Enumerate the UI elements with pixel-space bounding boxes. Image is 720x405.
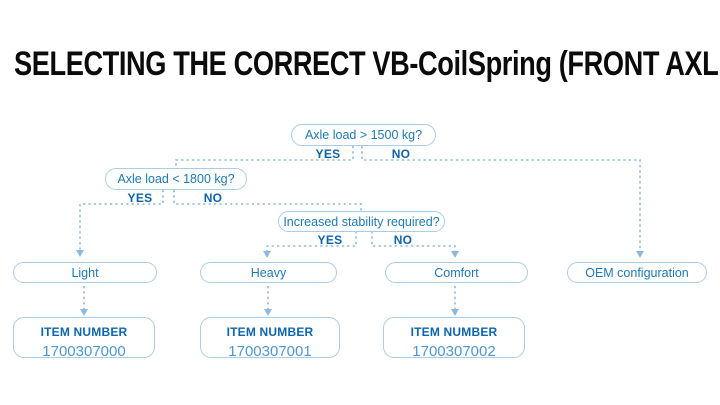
branch-label-d3-no: NO [393, 233, 413, 247]
outcome-oem-configuration: OEM configuration [567, 262, 707, 283]
decision-axle-load-1500: Axle load > 1500 kg? [291, 124, 436, 146]
item-number-box-comfort: ITEM NUMBER 1700307002 [383, 317, 525, 360]
item-number-heading: ITEM NUMBER [226, 325, 314, 339]
item-number-box-heavy: ITEM NUMBER 1700307001 [200, 317, 340, 360]
decision-increased-stability-label: Increased stability required? [283, 214, 440, 229]
branch-label-d1-yes: YES [315, 147, 341, 161]
arrowhead-item-3-icon [451, 309, 459, 316]
arrowhead-comfort-icon [451, 251, 459, 258]
item-number-value: 1700307001 [228, 343, 312, 360]
branch-label-d2-no: NO [203, 191, 223, 205]
outcome-light: Light [13, 262, 157, 283]
arrowhead-item-2-icon [264, 309, 272, 316]
decision-increased-stability: Increased stability required? [278, 211, 445, 232]
outcome-heavy-label: Heavy [250, 265, 287, 280]
branch-label-d3-yes: YES [317, 233, 343, 247]
outcome-comfort: Comfort [385, 262, 528, 283]
decision-axle-load-1500-label: Axle load > 1500 kg? [304, 128, 423, 142]
page-title: SELECTING THE CORRECT VB-CoilSpring (FRO… [14, 45, 720, 83]
arrowhead-heavy-icon [263, 251, 271, 258]
item-number-heading: ITEM NUMBER [410, 325, 498, 339]
outcome-heavy: Heavy [200, 262, 337, 283]
branch-label-d2-yes: YES [127, 191, 153, 205]
item-number-box-light: ITEM NUMBER 1700307000 [13, 317, 155, 360]
decision-axle-load-1800-label: Axle load < 1800 kg? [117, 172, 235, 186]
item-number-value: 1700307002 [412, 343, 496, 360]
item-number-value: 1700307000 [42, 343, 126, 360]
arrowhead-item-1-icon [80, 309, 88, 316]
outcome-light-label: Light [71, 265, 99, 280]
arrowhead-light-icon [76, 250, 84, 257]
outcome-oem-configuration-label: OEM configuration [585, 265, 689, 280]
outcome-comfort-label: Comfort [434, 265, 479, 280]
arrowhead-oem-icon [636, 251, 644, 258]
item-number-heading: ITEM NUMBER [40, 325, 128, 339]
branch-label-d1-no: NO [391, 147, 411, 161]
decision-axle-load-1800: Axle load < 1800 kg? [105, 168, 247, 190]
